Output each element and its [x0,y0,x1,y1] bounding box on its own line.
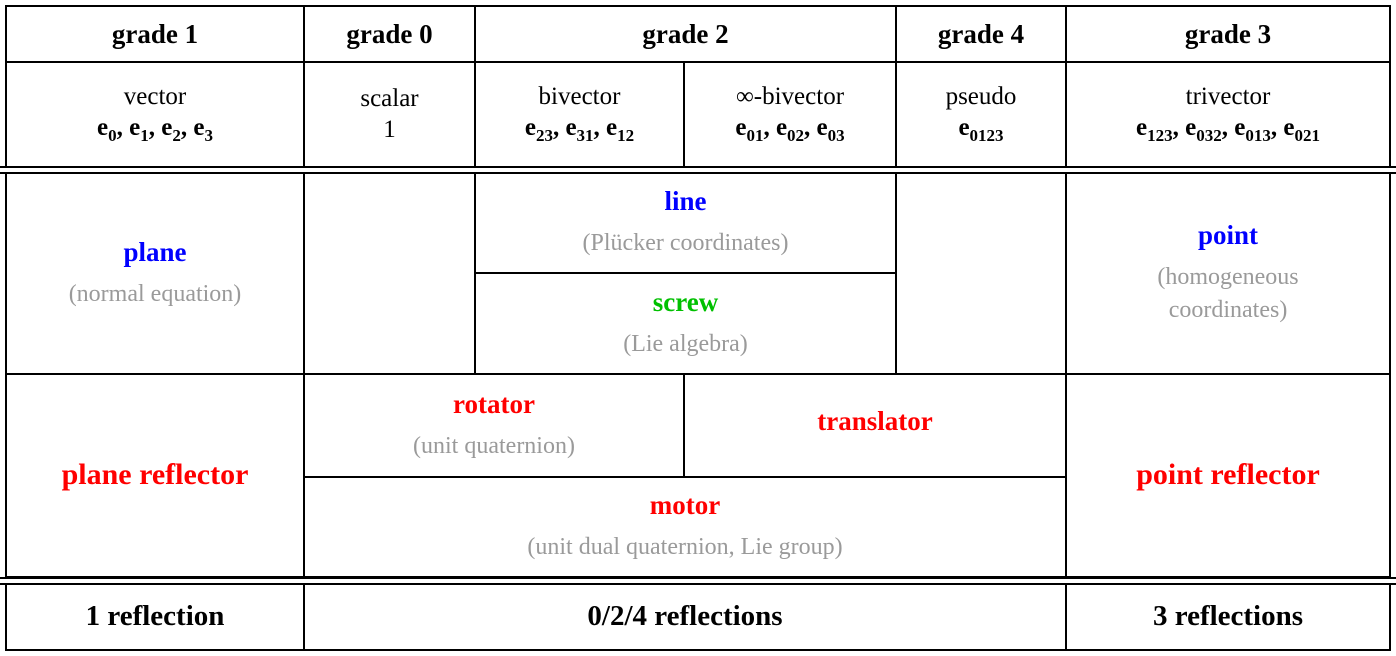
element-basis: e23, e31, e12 [524,113,635,145]
grade-header-cell-grade-0: grade 0 [305,5,476,63]
object-note-point-line2: coordinates) [1168,297,1288,324]
object-note-screw: (Lie algebra) [623,330,748,357]
grade-header-label: grade 1 [111,18,199,49]
operator-cell-motor: motor (unit dual quaternion, Lie group) [305,478,1067,578]
operator-label-plane-reflector: plane reflector [61,458,249,492]
operator-label-translator: translator [817,405,933,436]
element-type-name: trivector [1185,83,1271,111]
operator-label-rotator: rotator [453,388,535,419]
element-cell-pseudo: pseudo e0123 [897,63,1067,168]
element-cell-vector: vector e0, e1, e2, e3 [5,63,305,168]
reflection-label: 0/2/4 reflections [587,600,783,633]
operator-cell-rotator: rotator (unit quaternion) [305,375,685,478]
grade-header-label: grade 4 [937,18,1025,49]
section-divider-rule-lower [0,172,1396,174]
element-basis: e123, e032, e013, e021 [1136,113,1320,145]
geometry-cell-screw: screw (Lie algebra) [476,274,897,375]
grade-header-label: grade 3 [1184,18,1272,49]
object-label-point: point [1197,220,1259,251]
element-basis: e0123 [958,113,1004,145]
grade-header-cell-grade-1: grade 1 [5,5,305,63]
reflection-label: 1 reflection [85,600,225,633]
object-note-plane: (normal equation) [68,280,242,307]
operator-note-rotator: (unit quaternion) [413,432,575,459]
grade-header-label: grade 0 [346,18,433,49]
operator-cell-translator: translator [685,375,1067,478]
grade-header-label: grade 2 [642,18,729,49]
element-cell-bivector: bivector e23, e31, e12 [476,63,685,168]
grade-header-cell-grade-2: grade 2 [476,5,897,63]
operator-note-motor: (unit dual quaternion, Lie group) [527,534,843,561]
element-type-name: vector [123,83,187,111]
element-cell-infinity-bivector: ∞-bivector e01, e02, e03 [685,63,897,168]
element-type-name: ∞-bivector [735,83,845,111]
element-cell-scalar: scalar 1 [305,63,476,168]
geometry-cell-empty-scalar [305,174,476,375]
element-cell-trivector: trivector e123, e032, e013, e021 [1067,63,1391,168]
operator-cell-plane-reflector: plane reflector [5,375,305,578]
element-basis: e0, e1, e2, e3 [97,113,213,145]
object-label-line: line [664,186,707,217]
element-basis: e01, e02, e03 [735,113,845,145]
geometry-cell-line: line (Plücker coordinates) [476,174,897,274]
object-note-line: (Plücker coordinates) [582,230,789,257]
reflection-label: 3 reflections [1152,600,1304,633]
bottom-divider-rule-lower [0,583,1396,585]
section-divider-rule-upper [0,166,1396,168]
geometry-cell-point: point (homogeneous coordinates) [1067,174,1391,375]
element-type-name: scalar [360,85,419,112]
object-label-plane: plane [123,236,187,267]
grade-header-cell-grade-3: grade 3 [1067,5,1391,63]
reflection-cell-024: 0/2/4 reflections [305,585,1067,651]
operator-label-point-reflector: point reflector [1136,458,1320,492]
geometry-cell-empty-pseudo [897,174,1067,375]
element-basis: 1 [383,115,396,143]
bottom-divider-rule-upper [0,577,1396,579]
grade-header-cell-grade-4: grade 4 [897,5,1067,63]
element-type-name: bivector [538,83,621,111]
object-label-screw: screw [652,286,719,317]
object-note-point-line1: (homogeneous [1157,264,1299,291]
operator-label-motor: motor [649,490,721,521]
operator-cell-point-reflector: point reflector [1067,375,1391,578]
reflection-cell-1: 1 reflection [5,585,305,651]
reflection-cell-3: 3 reflections [1067,585,1391,651]
geometry-cell-plane: plane (normal equation) [5,174,305,375]
element-type-name: pseudo [945,83,1017,111]
